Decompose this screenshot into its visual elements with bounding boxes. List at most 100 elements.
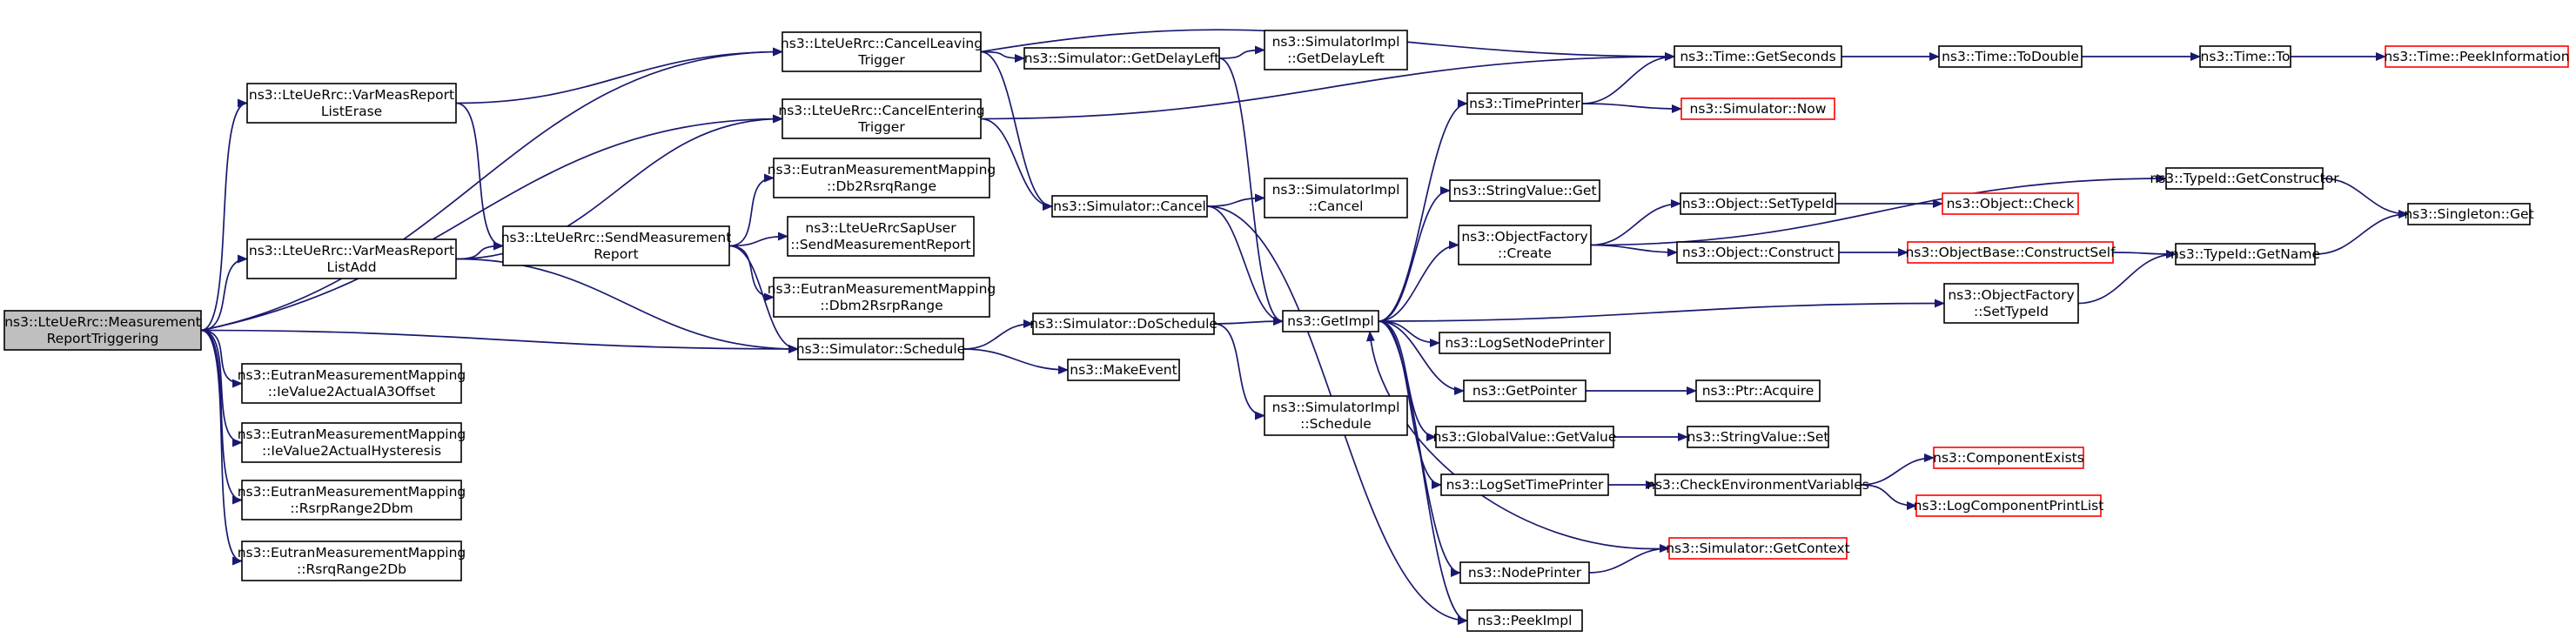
graph-node-n29[interactable]: ns3::GlobalValue::GetValue — [1433, 426, 1617, 448]
graph-node-n22[interactable]: ns3::SimulatorImpl::Schedule — [1264, 395, 1408, 436]
node-label: ns3::Simulator::GetDelayLeft — [1024, 50, 1219, 66]
node-label: ns3::ComponentExists — [1933, 450, 2084, 466]
node-label: ns3::EutranMeasurementMapping — [238, 545, 466, 561]
node-label: ns3::LteUeRrc::VarMeasReport — [249, 87, 454, 103]
edge-n6-n7 — [728, 245, 799, 353]
graph-node-n1[interactable]: ns3::LteUeRrc::MeasurementReportTriggeri… — [3, 310, 202, 351]
node-label: ::SendMeasurementReport — [790, 237, 970, 252]
graph-node-n21[interactable]: ns3::GetImpl — [1282, 310, 1379, 332]
node-label: ns3::EutranMeasurementMapping — [238, 484, 466, 500]
graph-node-n49[interactable]: ns3::Time::PeekInformation — [2384, 45, 2570, 68]
node-label: ns3::Simulator::GetContext — [1666, 541, 1850, 556]
graph-node-n7[interactable]: ns3::Simulator::Schedule — [796, 338, 965, 360]
graph-node-n15[interactable]: ns3::Simulator::GetDelayLeft — [1023, 47, 1220, 70]
graph-node-n30[interactable]: ns3::LogSetTimePrinter — [1440, 473, 1609, 496]
graph-node-n36[interactable]: ns3::ObjectFactory::SetTypeId — [1943, 283, 2079, 324]
node-label: ::RsrqRange2Db — [297, 561, 406, 577]
node-label: ns3::EutranMeasurementMapping — [768, 281, 996, 297]
graph-node-n8[interactable]: ns3::EutranMeasurementMapping::IeValue2A… — [238, 363, 466, 404]
graph-node-n6[interactable]: ns3::LteUeRrc::SendMeasurementReport — [501, 225, 732, 266]
graph-node-n14[interactable]: ns3::EutranMeasurementMapping::Dbm2RsrpR… — [768, 277, 996, 318]
graph-node-n13[interactable]: ns3::LteUeRrcSapUser::SendMeasurementRep… — [787, 216, 975, 257]
node-label: ns3::Simulator::DoSchedule — [1030, 316, 1218, 332]
node-label: ::Cancel — [1309, 198, 1364, 214]
node-label: ns3::Time::GetSeconds — [1680, 49, 1835, 64]
graph-node-n46[interactable]: ns3::Time::To — [2199, 45, 2291, 68]
graph-node-n17[interactable]: ns3::Simulator::DoSchedule — [1030, 312, 1218, 335]
graph-node-n37[interactable]: ns3::Ptr::Acquire — [1695, 379, 1821, 402]
graph-node-n40[interactable]: ns3::Simulator::GetContext — [1666, 537, 1850, 560]
graph-node-n33[interactable]: ns3::Simulator::Now — [1680, 97, 1835, 120]
node-label: ns3::Time::PeekInformation — [2384, 49, 2569, 64]
edge-n21-n36 — [1378, 299, 1945, 322]
node-label: ns3::NodePrinter — [1468, 565, 1582, 581]
edge-n15-n19 — [1218, 45, 1265, 59]
edge-n1-n10 — [200, 329, 243, 505]
graph-node-n18[interactable]: ns3::MakeEvent — [1067, 359, 1180, 381]
graph-node-n12[interactable]: ns3::EutranMeasurementMapping::Db2RsrqRa… — [768, 158, 996, 198]
edge-n1-n4 — [200, 47, 783, 332]
node-label: ListAdd — [326, 259, 376, 275]
graph-node-n44[interactable]: ns3::ComponentExists — [1933, 447, 2084, 469]
edge-n21-n30 — [1378, 320, 1442, 489]
graph-node-n48[interactable]: ns3::TypeId::GetName — [2170, 243, 2320, 265]
edge-n16-n21 — [1206, 205, 1284, 326]
graph-node-n34[interactable]: ns3::Object::SetTypeId — [1680, 192, 1836, 215]
nodes-layer: ns3::LteUeRrc::MeasurementReportTriggeri… — [3, 30, 2570, 632]
graph-node-n31[interactable]: ns3::NodePrinter — [1459, 561, 1590, 584]
graph-node-n43[interactable]: ns3::ObjectBase::ConstructSelf — [1905, 241, 2116, 264]
node-label: ns3::PeekImpl — [1478, 613, 1573, 628]
graph-node-n50[interactable]: ns3::Singleton::Get — [2404, 203, 2534, 225]
edge-n48-n50 — [2314, 210, 2409, 255]
node-label: ns3::CheckEnvironmentVariables — [1647, 477, 1869, 493]
graph-node-n35[interactable]: ns3::Object::Construct — [1676, 241, 1840, 264]
node-label: ns3::ObjectFactory — [1461, 229, 1587, 245]
graph-node-n42[interactable]: ns3::Object::Check — [1942, 192, 2079, 215]
node-label: ns3::TypeId::GetName — [2170, 246, 2320, 262]
graph-node-n32[interactable]: ns3::PeekImpl — [1466, 609, 1583, 632]
graph-node-n41[interactable]: ns3::Time::ToDouble — [1938, 45, 2083, 68]
graph-node-n20[interactable]: ns3::SimulatorImpl::Cancel — [1264, 178, 1408, 218]
node-label: ns3::SimulatorImpl — [1272, 182, 1400, 198]
node-label: ns3::Time::ToDouble — [1942, 49, 2079, 64]
edge-n3-n7 — [455, 258, 799, 353]
graph-node-n38[interactable]: ns3::StringValue::Set — [1687, 426, 1829, 448]
graph-node-n23[interactable]: ns3::Time::GetSeconds — [1674, 45, 1842, 68]
edge-n4-n16 — [980, 50, 1053, 211]
node-label: ::SetTypeId — [1974, 304, 2049, 319]
edge-n24-n33 — [1581, 103, 1682, 113]
graph-node-n9[interactable]: ns3::EutranMeasurementMapping::IeValue2A… — [238, 422, 466, 463]
graph-node-n39[interactable]: ns3::CheckEnvironmentVariables — [1647, 473, 1869, 496]
edge-n6-n12 — [728, 173, 775, 247]
graph-node-n16[interactable]: ns3::Simulator::Cancel — [1051, 195, 1208, 218]
edge-n6-n14 — [728, 245, 775, 302]
node-label: ns3::LogSetTimePrinter — [1446, 477, 1604, 493]
graph-node-n26[interactable]: ns3::ObjectFactory::Create — [1458, 225, 1592, 265]
edge-n21-n25 — [1378, 186, 1451, 322]
node-label: ns3::EutranMeasurementMapping — [238, 367, 466, 383]
graph-node-n47[interactable]: ns3::TypeId::GetConstructor — [2150, 167, 2339, 190]
node-label: ns3::LogSetNodePrinter — [1445, 335, 1605, 351]
graph-node-n11[interactable]: ns3::EutranMeasurementMapping::RsrqRange… — [238, 541, 466, 581]
node-label: ns3::Simulator::Schedule — [796, 341, 965, 357]
node-label: ns3::GlobalValue::GetValue — [1433, 429, 1617, 445]
graph-node-n45[interactable]: ns3::LogComponentPrintList — [1914, 494, 2104, 517]
node-label: ns3::LteUeRrcSapUser — [805, 220, 956, 236]
node-label: Report — [594, 246, 638, 262]
graph-node-n24[interactable]: ns3::TimePrinter — [1466, 92, 1583, 115]
graph-node-n28[interactable]: ns3::GetPointer — [1463, 379, 1587, 402]
node-label: ::Create — [1498, 245, 1552, 261]
graph-node-n19[interactable]: ns3::SimulatorImpl::GetDelayLeft — [1264, 30, 1408, 71]
graph-node-n25[interactable]: ns3::StringValue::Get — [1449, 179, 1600, 202]
graph-node-n10[interactable]: ns3::EutranMeasurementMapping::RsrpRange… — [238, 480, 466, 520]
node-label: ::IeValue2ActualHysteresis — [262, 443, 441, 459]
edge-n21-n26 — [1378, 240, 1459, 322]
graph-node-n27[interactable]: ns3::LogSetNodePrinter — [1439, 332, 1611, 354]
edge-n4-n15 — [980, 50, 1025, 63]
edge-n7-n17 — [963, 319, 1034, 350]
